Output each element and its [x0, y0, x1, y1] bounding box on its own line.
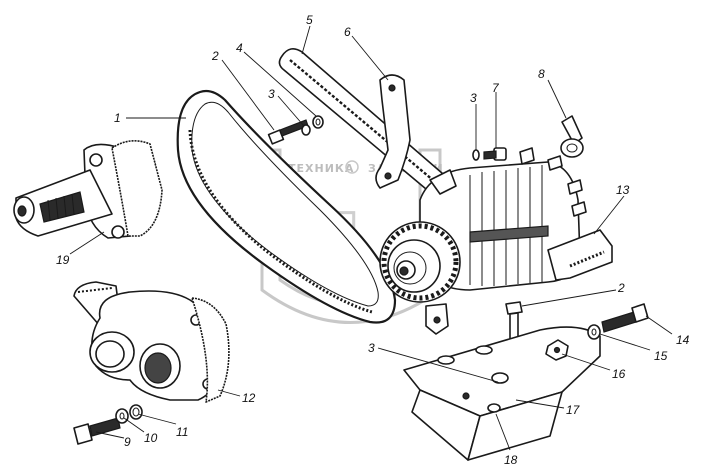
callout-14: 14	[676, 333, 690, 347]
bolt-7	[483, 147, 507, 161]
callout-3-upper: 3	[268, 87, 275, 101]
leader-lines	[69, 25, 673, 451]
callout-3-lower: 3	[368, 341, 375, 355]
callout-11: 11	[176, 425, 188, 439]
callout-13: 13	[616, 183, 630, 197]
callout-3-right: 3	[470, 91, 477, 105]
watermark-text-left: ТЕХНИКА	[288, 162, 354, 175]
callout-1: 1	[114, 111, 121, 125]
washer-10	[115, 408, 129, 424]
callout-labels: 1 2 2 3 3 3 4 5 6 7 8 9 10 11 12 13 14 1…	[56, 13, 690, 467]
callout-18: 18	[504, 453, 518, 467]
callout-7: 7	[492, 81, 500, 95]
callout-16: 16	[612, 367, 626, 381]
base-bracket	[403, 326, 601, 461]
washer-7	[472, 149, 480, 161]
callout-2-lower: 2	[617, 281, 625, 295]
callout-17: 17	[566, 403, 581, 417]
callout-2-upper: 2	[211, 49, 219, 63]
callout-9: 9	[124, 435, 131, 449]
washer-15	[587, 324, 601, 340]
v-belt	[176, 89, 397, 324]
bolt-14	[601, 303, 649, 333]
gear-icon	[345, 160, 359, 174]
gasket-12	[191, 297, 230, 403]
callout-10: 10	[144, 431, 158, 445]
callout-4: 4	[236, 41, 243, 55]
elbow-fitting	[73, 281, 223, 401]
bolt-lower	[505, 301, 523, 342]
callout-6: 6	[344, 25, 351, 39]
nut-upper	[312, 115, 324, 129]
generator	[379, 147, 613, 335]
callout-8: 8	[538, 67, 545, 81]
gasket-19	[111, 140, 163, 237]
callout-5: 5	[306, 13, 313, 27]
terminal-connector	[560, 115, 584, 158]
washer-18	[487, 403, 501, 413]
callout-12: 12	[242, 391, 256, 405]
support-bracket	[375, 74, 411, 189]
callout-19: 19	[56, 253, 70, 267]
bolt-9	[73, 417, 121, 445]
callout-15: 15	[654, 349, 668, 363]
bolt-upper	[267, 119, 309, 145]
washer-upper	[301, 124, 311, 136]
nut-16	[545, 339, 569, 361]
washer-11	[129, 404, 143, 420]
